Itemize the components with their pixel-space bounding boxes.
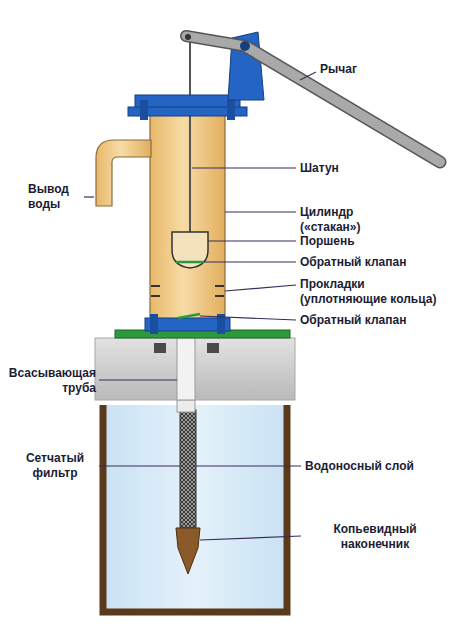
lever bbox=[186, 36, 245, 46]
leader-line bbox=[200, 316, 296, 320]
leader-line bbox=[225, 211, 296, 212]
gasket bbox=[151, 295, 160, 297]
piston-valve bbox=[176, 261, 204, 264]
suction-pipe bbox=[177, 336, 195, 412]
part-label: Рычаг bbox=[320, 62, 440, 77]
nut bbox=[207, 343, 219, 353]
cylinder-body bbox=[150, 114, 225, 322]
leader-lines bbox=[84, 72, 316, 540]
gasket bbox=[151, 285, 160, 287]
leader-line bbox=[200, 536, 301, 540]
part-label: Вывод воды bbox=[28, 182, 82, 212]
leader-line bbox=[192, 167, 296, 168]
lever-outline bbox=[245, 46, 440, 162]
spear-tip bbox=[176, 528, 200, 574]
part-label: Копьевидный наконечник bbox=[305, 522, 445, 552]
well-wall bbox=[103, 405, 287, 612]
part-label: Цилиндр («стакан») bbox=[300, 205, 392, 235]
part-label: Водоносный слой bbox=[305, 459, 450, 474]
leader-line bbox=[204, 261, 296, 262]
mesh-filter bbox=[180, 410, 196, 528]
bolt bbox=[227, 100, 235, 120]
bolt bbox=[140, 100, 148, 120]
lever bbox=[245, 46, 440, 162]
pivot bbox=[240, 41, 250, 51]
part-label: Обратный клапан bbox=[300, 313, 448, 328]
leader-line bbox=[300, 72, 316, 80]
part-label: Обратный клапан bbox=[300, 255, 448, 270]
concrete-slab bbox=[95, 338, 295, 400]
pipe-in-slab bbox=[177, 338, 195, 400]
leader-line bbox=[84, 196, 94, 197]
part-label: Шатун bbox=[300, 161, 440, 176]
foot-valve bbox=[178, 314, 200, 318]
piston bbox=[172, 232, 208, 268]
leader-line bbox=[196, 465, 301, 466]
gasket bbox=[215, 285, 224, 287]
part-label: Поршень bbox=[300, 234, 440, 249]
leader-line bbox=[99, 379, 177, 380]
leader-line bbox=[99, 465, 180, 466]
part-label: Прокладки (уплотняющие кольца) bbox=[300, 277, 450, 307]
leader-line bbox=[225, 285, 296, 291]
part-label: Всасывающая труба bbox=[3, 366, 96, 396]
lever-outline bbox=[186, 36, 245, 46]
nut bbox=[154, 343, 166, 353]
connecting-rod bbox=[189, 36, 191, 236]
part-label: Сетчатый фильтр bbox=[14, 451, 96, 481]
gasket bbox=[215, 295, 224, 297]
aquifer bbox=[103, 405, 287, 612]
spout bbox=[96, 140, 151, 206]
pivot bbox=[185, 34, 191, 40]
bolt bbox=[150, 314, 158, 334]
leader-line bbox=[208, 240, 296, 241]
